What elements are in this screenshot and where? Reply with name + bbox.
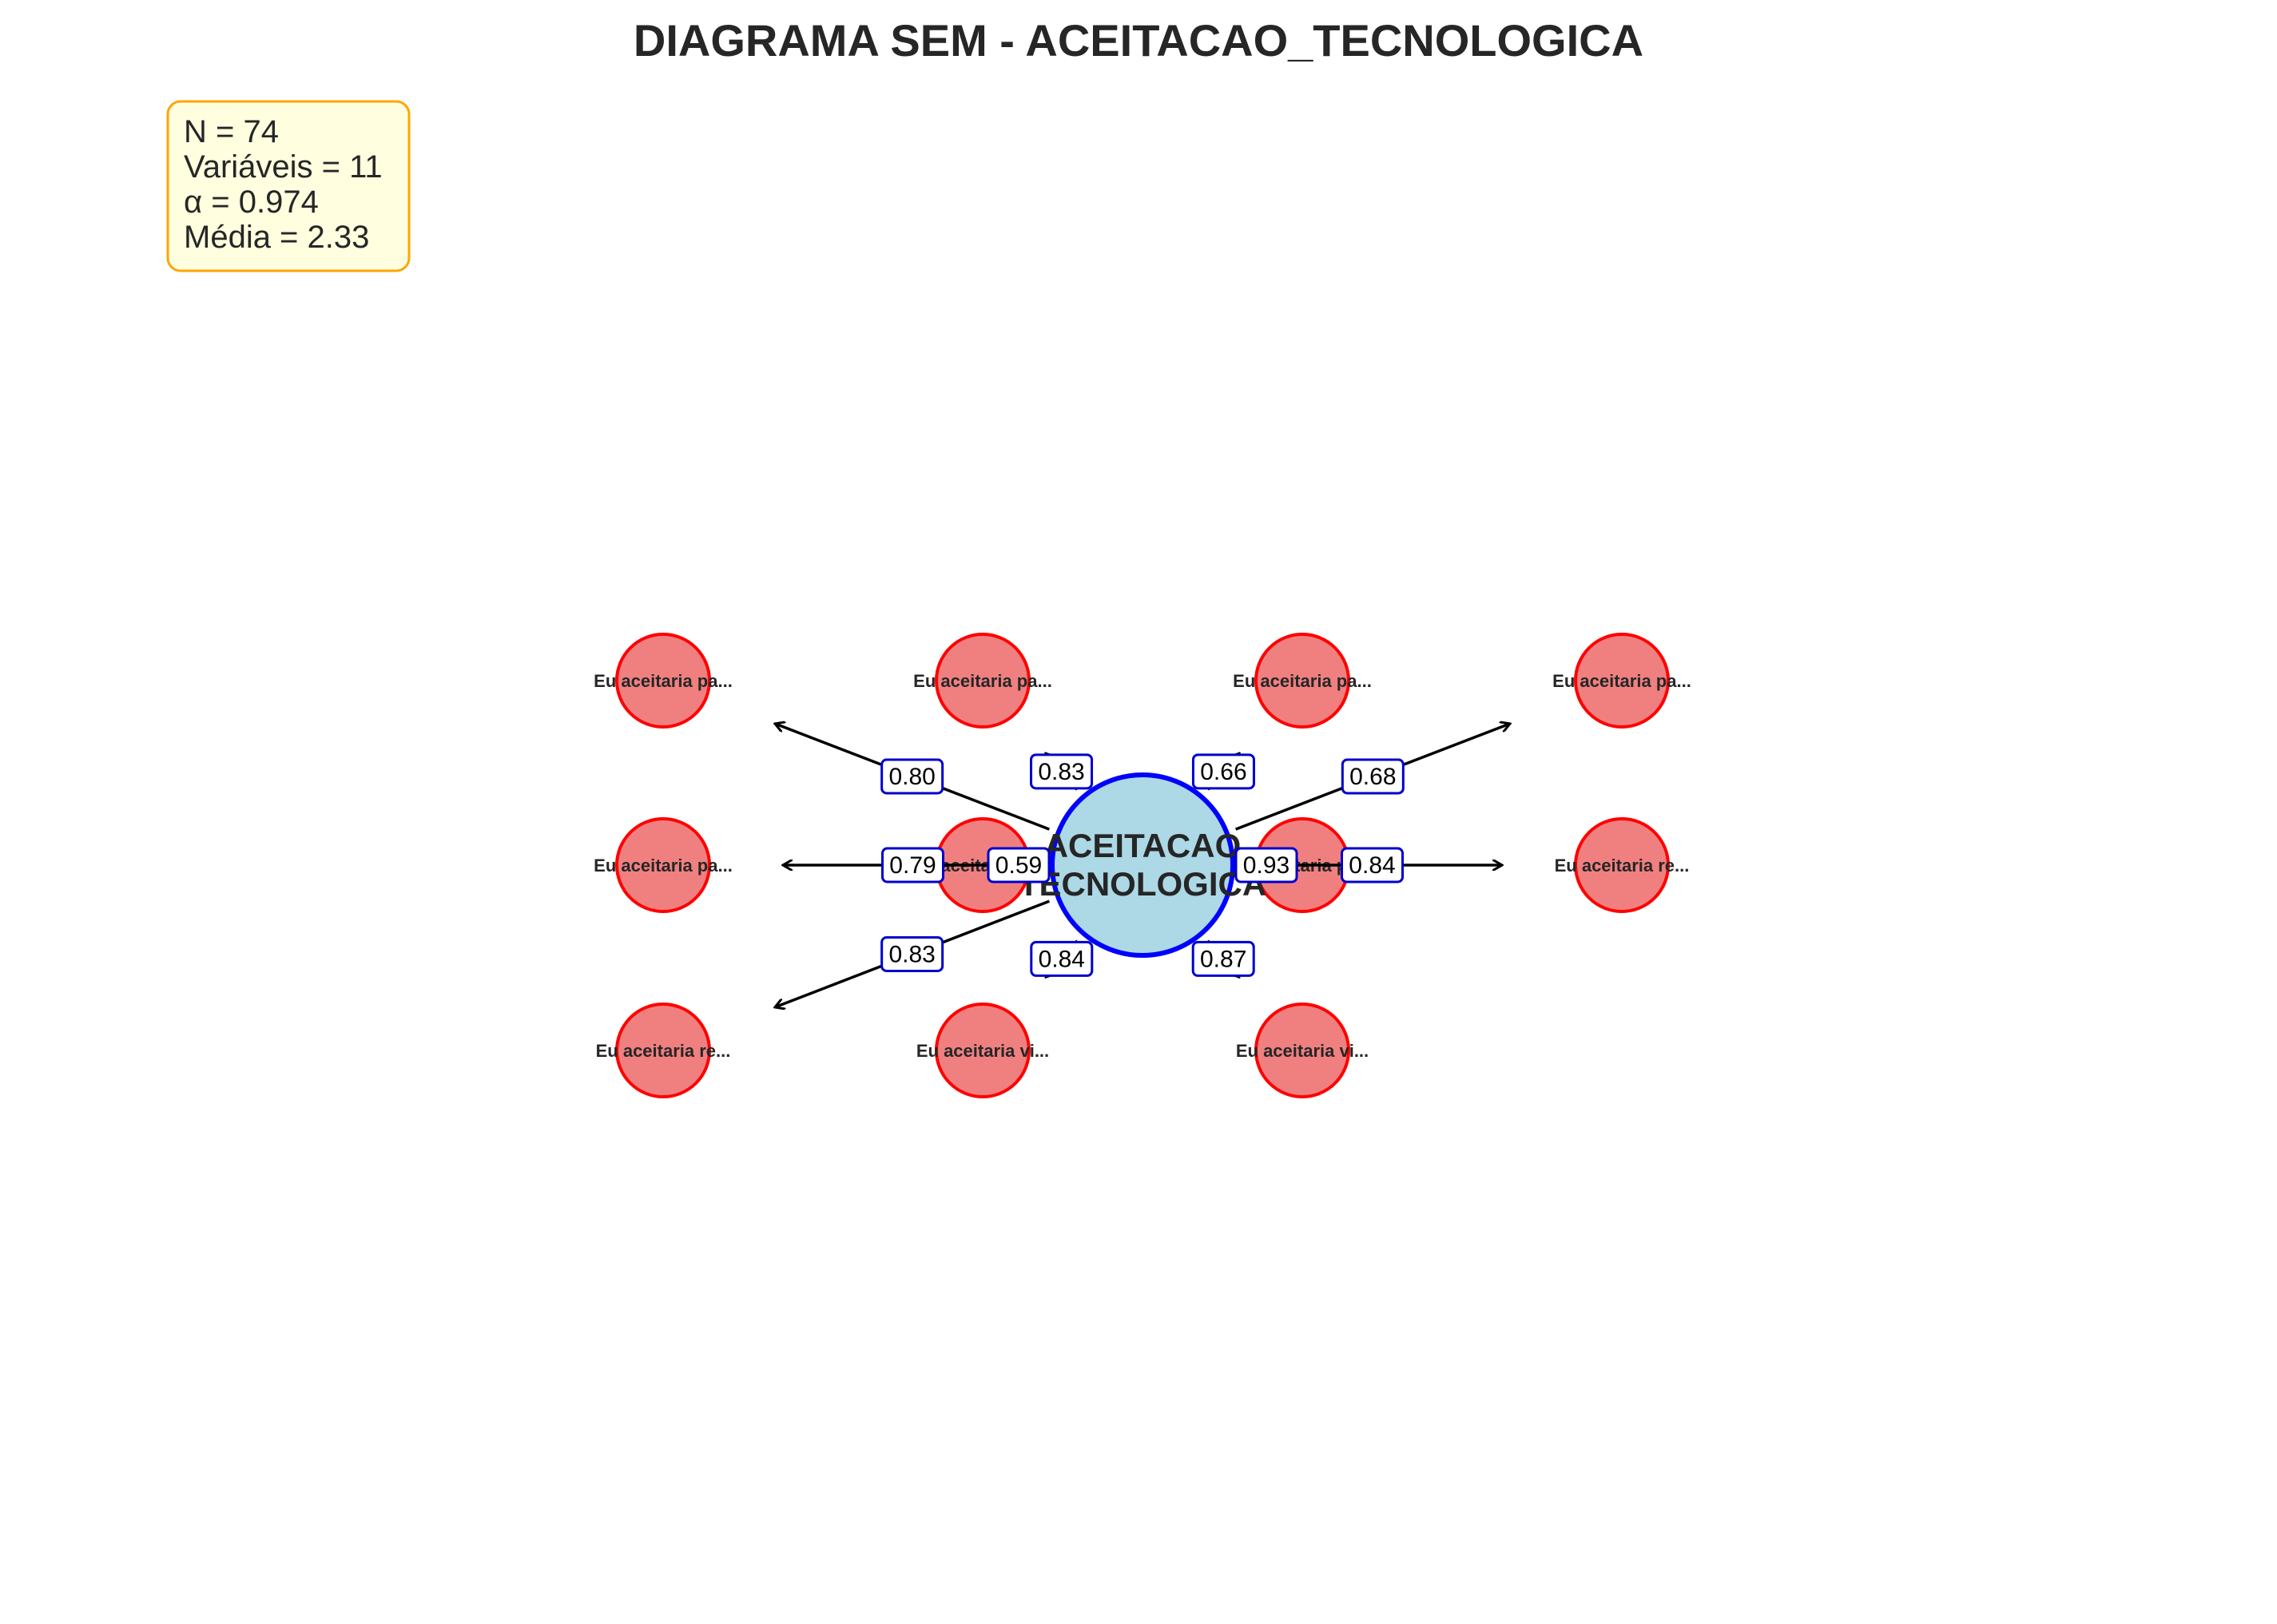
observed-label: Eu aceitaria pa...	[1233, 671, 1372, 691]
observed-label: Eu aceitaria re...	[1555, 856, 1690, 876]
loading-label-box	[1191, 753, 1255, 790]
loading-label: 0.83	[1030, 753, 1094, 790]
loading-label: 0.87	[1191, 940, 1255, 977]
loading-label-box	[881, 847, 944, 883]
stats-box-frame	[166, 100, 411, 272]
observed-label: Eu aceitaria vi...	[1236, 1041, 1369, 1061]
loading-label: 0.68	[1341, 758, 1405, 795]
stats-variables: Variáveis = 11	[184, 149, 383, 185]
loading-label-box	[987, 847, 1051, 883]
loading-label-box	[1341, 847, 1404, 883]
loading-label-box	[1234, 847, 1298, 883]
loading-label-box	[1030, 753, 1094, 790]
latent-circle	[1050, 772, 1235, 958]
observed-node: Eu aceitaria pa...	[1552, 633, 1691, 729]
loading-value: 0.84	[1039, 946, 1085, 972]
observed-node: Eu aceitaria pa...	[594, 817, 733, 913]
observed-circle	[615, 1003, 711, 1098]
loading-label: 0.79	[881, 847, 944, 883]
loading-value: 0.79	[889, 852, 936, 879]
latent-label-line-2: TECNOLOGICA	[1019, 865, 1266, 903]
observed-circle	[615, 633, 711, 729]
observed-circle	[1254, 633, 1350, 729]
observed-circle	[1574, 633, 1670, 729]
loading-labels: 0.80 0.83 0.66 0.68 0.79 0.59 0.93 0.84 0.83 0.84…	[880, 753, 1405, 977]
latent-label-line-1: ACEITACAO	[1044, 827, 1242, 864]
stats-n: N = 74	[184, 114, 279, 149]
diagram-title: DIAGRAMA SEM - ACEITACAO_TECNOLOGICA	[634, 15, 1643, 66]
loading-label: 0.84	[1030, 940, 1094, 977]
observed-node: Eu aceitaria vi...	[1236, 1003, 1369, 1098]
observed-circle	[1254, 1003, 1350, 1098]
loading-value: 0.68	[1349, 764, 1396, 790]
loading-value: 0.80	[888, 764, 935, 790]
loading-label-box	[1030, 940, 1094, 977]
loading-value: 0.93	[1243, 852, 1290, 879]
loading-label: 0.80	[880, 758, 944, 795]
observed-circle	[615, 817, 711, 913]
loading-value: 0.83	[888, 941, 935, 967]
observed-label: Eu aceitaria pa...	[1552, 671, 1691, 691]
loading-value: 0.87	[1200, 946, 1246, 972]
observed-label: Eu aceitaria pa...	[594, 856, 733, 876]
loading-label: 0.59	[987, 847, 1051, 883]
loading-label: 0.66	[1191, 753, 1255, 790]
observed-label: Eu aceitaria pa...	[913, 671, 1052, 691]
loading-label: 0.83	[880, 935, 944, 972]
observed-circle	[1574, 817, 1670, 913]
loading-label-box	[880, 935, 944, 972]
loading-label-box	[880, 758, 944, 795]
loading-value: 0.84	[1349, 852, 1395, 879]
observed-label: Eu aceitaria re...	[596, 1041, 731, 1061]
observed-label: Eu aceitaria vi...	[916, 1041, 1049, 1061]
observed-node: Eu aceitaria vi...	[916, 1003, 1049, 1098]
observed-node: Eu aceitaria re...	[1555, 817, 1690, 913]
observed-node: Eu aceitaria pa...	[913, 633, 1052, 729]
observed-node: Eu aceitaria re...	[596, 1003, 731, 1098]
latent-variable: ACEITACAO TECNOLOGICA	[1019, 772, 1266, 958]
loading-value: 0.66	[1200, 759, 1246, 785]
loading-label: 0.84	[1341, 847, 1404, 883]
observed-circle	[935, 633, 1031, 729]
loading-value: 0.83	[1038, 759, 1084, 785]
observed-node: Eu aceitaria pa...	[594, 633, 733, 729]
loading-value: 0.59	[995, 852, 1042, 879]
observed-circle	[935, 1003, 1031, 1098]
loading-label: 0.93	[1234, 847, 1298, 883]
stats-box: N = 74 Variáveis = 11 α = 0.974 Média = …	[166, 100, 411, 272]
stats-mean: Média = 2.33	[184, 220, 369, 255]
loading-label-box	[1191, 940, 1255, 977]
stats-alpha: α = 0.974	[184, 185, 319, 220]
loading-label-box	[1341, 758, 1405, 795]
observed-label: Eu aceitaria pa...	[594, 671, 733, 691]
observed-node: Eu aceitaria pa...	[1233, 633, 1372, 729]
